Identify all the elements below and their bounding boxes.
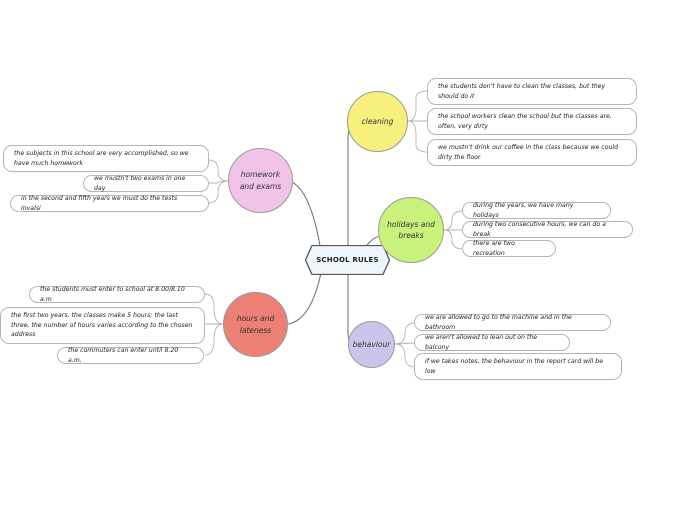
topic-holidays-and-breaks[interactable]: holidays and breaks bbox=[378, 197, 444, 263]
topic-behaviour-label: behaviour bbox=[352, 339, 391, 349]
behaviour-item-1[interactable]: we are allowed to go to the machine and … bbox=[414, 314, 611, 331]
holidays-item-3[interactable]: there are two recreation bbox=[462, 240, 556, 257]
cleaning-item-2[interactable]: the school workers clean the school but … bbox=[427, 108, 637, 135]
holidays-item-2[interactable]: during two consecutive hours, we can do … bbox=[462, 221, 633, 238]
holidays-item-1[interactable]: during the years, we have many holidays bbox=[462, 202, 611, 219]
cleaning-item-1[interactable]: the students don't have to clean the cla… bbox=[427, 78, 637, 105]
hours-item-2[interactable]: the first two years, the classes make 5 … bbox=[0, 307, 205, 344]
topic-homework-and-exams[interactable]: homework and exams bbox=[228, 148, 293, 213]
homework-item-3[interactable]: in the second and fifth years we must do… bbox=[10, 195, 209, 212]
central-topic[interactable]: SCHOOL RULES bbox=[305, 245, 390, 275]
behaviour-item-2[interactable]: we aren't allowed to lean out on the bal… bbox=[414, 334, 570, 351]
homework-item-2[interactable]: we mustn't two exams in one day bbox=[83, 175, 209, 192]
hours-item-3[interactable]: the commuters can enter until 8.20 a.m. bbox=[57, 347, 204, 364]
topic-homework-label: homework and exams bbox=[239, 170, 282, 191]
topic-hours-and-lateness[interactable]: hours and lateness bbox=[223, 292, 288, 357]
topic-holidays-label: holidays and breaks bbox=[387, 219, 435, 240]
topic-cleaning[interactable]: cleaning bbox=[347, 91, 408, 152]
homework-item-1[interactable]: the subjects in this school are very acc… bbox=[3, 145, 209, 172]
behaviour-item-3[interactable]: if we takes notes, the behaviour in the … bbox=[414, 353, 622, 380]
hours-item-1[interactable]: the students must enter to school at 8.0… bbox=[29, 286, 205, 303]
topic-behaviour[interactable]: behaviour bbox=[348, 321, 395, 368]
topic-hours-label: hours and lateness bbox=[236, 314, 275, 335]
central-topic-label: SCHOOL RULES bbox=[316, 256, 379, 264]
topic-cleaning-label: cleaning bbox=[361, 116, 394, 126]
cleaning-item-3[interactable]: we mustn't drink our coffee in the class… bbox=[427, 139, 637, 166]
